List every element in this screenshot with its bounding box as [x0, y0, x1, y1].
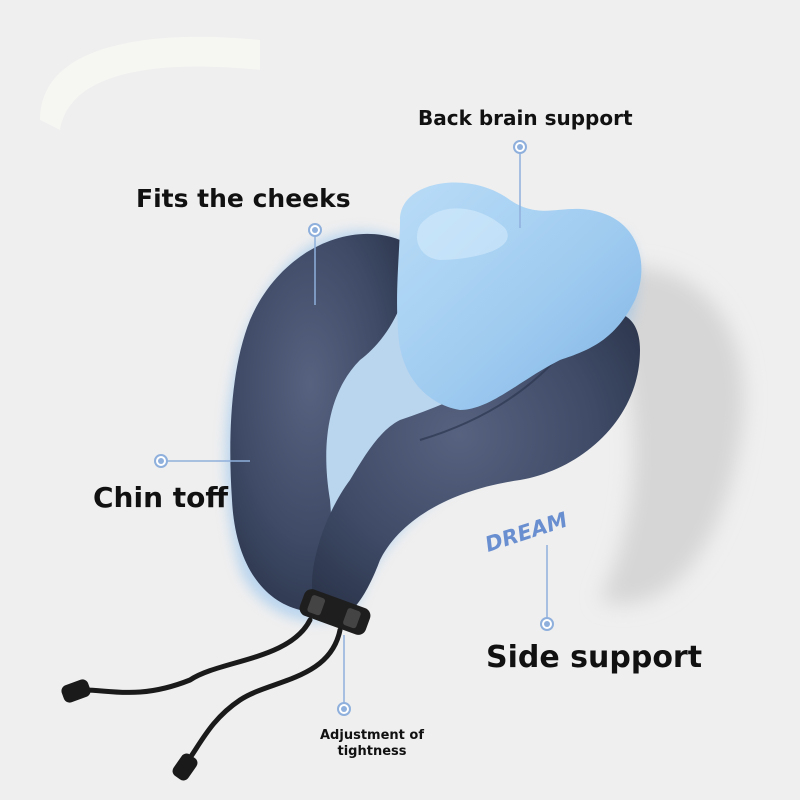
memory-foam-highlight: [416, 208, 508, 260]
drawstring-cord-right: [182, 627, 343, 768]
cord-stopper-left: [61, 679, 91, 703]
label-adjustment-of-tightness: Adjustment of tightness: [316, 728, 428, 760]
callout-pointer-cheeks: [308, 223, 322, 305]
callout-pointer-side: [540, 545, 554, 631]
pillow-left-arm: [230, 233, 408, 610]
pillow-right-arm: [311, 312, 640, 619]
brand-logo-text: DREAM: [482, 508, 570, 557]
label-side-support: Side support: [486, 640, 703, 675]
callout-pointer-back: [513, 140, 527, 228]
label-adjustment-line2: tightness: [337, 744, 407, 759]
cord-stopper-right: [172, 753, 198, 781]
callout-pointer-chin: [154, 454, 250, 468]
label-chin-toff: Chin toff: [93, 481, 229, 514]
callout-pointer-adjustment: [337, 635, 351, 716]
background-decoration: [40, 36, 260, 130]
pillow-seam: [419, 354, 561, 441]
label-adjustment-line1: Adjustment of: [320, 728, 424, 743]
adjustment-toggle: [299, 589, 371, 635]
drawstring-cord-left: [82, 617, 313, 695]
label-fits-the-cheeks: Fits the cheeks: [136, 184, 351, 213]
label-back-brain-support: Back brain support: [418, 106, 633, 130]
